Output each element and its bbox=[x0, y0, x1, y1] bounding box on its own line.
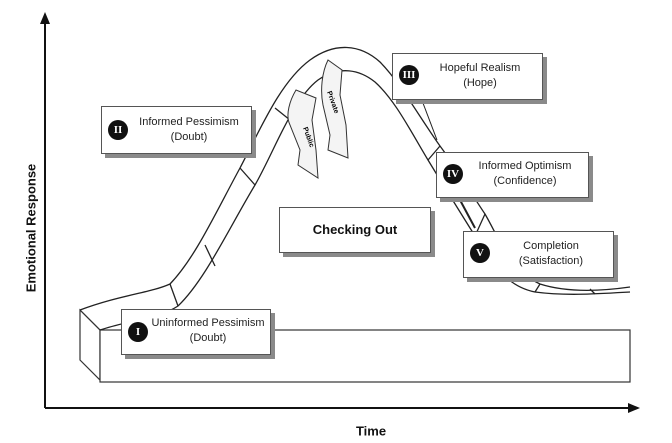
stage-5-badge: V bbox=[470, 243, 490, 263]
axes bbox=[40, 12, 640, 413]
stage-4-emotion: (Confidence) bbox=[493, 175, 557, 187]
stage-2-badge: II bbox=[108, 120, 128, 140]
y-axis-arrowhead bbox=[40, 12, 50, 24]
public-arrow bbox=[287, 89, 319, 179]
stage-box-1: I Uninformed Pessimism (Doubt) bbox=[121, 309, 271, 355]
curve-front-edge bbox=[99, 70, 631, 331]
stage-box-4: IV Informed Optimism (Confidence) bbox=[436, 152, 589, 198]
connector-iv bbox=[459, 199, 476, 229]
stage-5-emotion: (Satisfaction) bbox=[518, 255, 584, 267]
stage-1-badge: I bbox=[128, 322, 148, 342]
platform bbox=[79, 70, 631, 383]
y-axis-label: Emotional Response bbox=[23, 163, 39, 293]
private-arrow bbox=[321, 59, 349, 159]
stage-1-name: Uninformed Pessimism bbox=[151, 317, 265, 329]
stage-4-name: Informed Optimism bbox=[478, 160, 572, 172]
stage-1-emotion: (Doubt) bbox=[189, 332, 227, 344]
stage-3-name: Hopeful Realism bbox=[439, 62, 521, 74]
stage-box-5: V Completion (Satisfaction) bbox=[463, 231, 614, 278]
stage-2-emotion: (Doubt) bbox=[170, 131, 208, 143]
stage-5-name: Completion bbox=[523, 240, 579, 252]
stage-box-3: III Hopeful Realism (Hope) bbox=[392, 53, 543, 100]
x-axis-label: Time bbox=[355, 423, 387, 439]
stage-3-badge: III bbox=[399, 65, 419, 85]
stage-4-badge: IV bbox=[443, 164, 463, 184]
checking-out-box: Checking Out bbox=[279, 207, 431, 253]
checkout-arrows: Public Private bbox=[287, 59, 349, 179]
stage-3-emotion: (Hope) bbox=[463, 77, 497, 89]
x-axis-arrowhead bbox=[628, 403, 640, 413]
stage-2-name: Informed Pessimism bbox=[139, 116, 239, 128]
stage-box-2: II Informed Pessimism (Doubt) bbox=[101, 106, 252, 154]
